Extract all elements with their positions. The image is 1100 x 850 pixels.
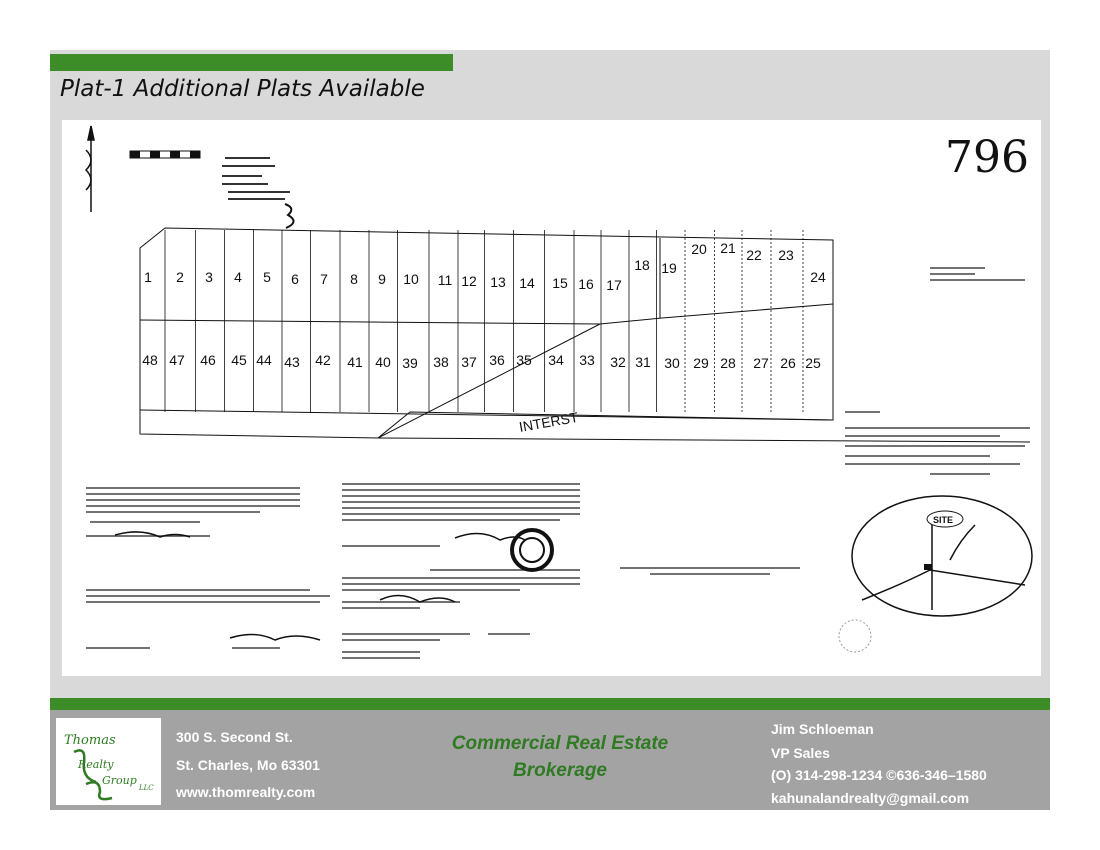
- lot-number-label: 27: [753, 355, 769, 371]
- logo-text-group: Group: [102, 774, 137, 787]
- lot-number-label: 3: [205, 269, 213, 285]
- lot-number-label: 42: [315, 352, 331, 368]
- footer-accent-bar: [50, 698, 1050, 710]
- address-line-2: St. Charles, Mo 63301: [176, 757, 320, 773]
- contact-phone: (O) 314-298-1234 ©636-346–1580: [771, 767, 987, 783]
- lot-number-label: 46: [200, 352, 216, 368]
- lot-number-label: 31: [635, 354, 651, 370]
- contact-email[interactable]: kahunalandrealty@gmail.com: [771, 790, 970, 806]
- surveyor-seal-icon: [510, 528, 554, 572]
- address-line-1: 300 S. Second St.: [176, 729, 293, 745]
- tagline-line-1: Commercial Real Estate: [451, 733, 669, 754]
- lot-number-label: 21: [720, 240, 736, 256]
- scale-bar-icon: [129, 150, 201, 159]
- plat-drawing: [139, 227, 1031, 443]
- owner-certificate-text: [86, 487, 330, 649]
- surveyor-certificate-text: [342, 483, 800, 659]
- lot-number-label: 6: [291, 271, 299, 287]
- lot-number-label: 14: [519, 275, 535, 291]
- lot-number-label: 37: [461, 354, 477, 370]
- lot-number-label: 2: [176, 269, 184, 285]
- lot-number-label: 34: [548, 352, 564, 368]
- signature-mark: [114, 531, 191, 538]
- logo-text-llc: LLC: [138, 784, 154, 792]
- lot-number-label: 45: [231, 352, 247, 368]
- logo-text-realty: Realty: [77, 758, 114, 771]
- page-title: Plat-1 Additional Plats Available: [60, 76, 425, 102]
- bottom-lot-labels: 48 47 46 45 44 43 42 41 40 39 38 37 36 35 34 33 32 31 30 29…: [142, 352, 821, 371]
- lot-number-label: 24: [810, 269, 826, 285]
- footer: [50, 710, 1050, 810]
- lot-number-label: 48: [142, 352, 158, 368]
- lot-number-label: 5: [263, 269, 271, 285]
- lot-number-label: 36: [489, 352, 505, 368]
- logo-text-thomas: Thomas: [64, 733, 116, 748]
- tagline-line-2: Brokerage: [513, 760, 607, 781]
- lot-number-label: 30: [664, 355, 680, 371]
- handwritten-number: 796: [945, 132, 1029, 183]
- lot-number-label: 43: [284, 354, 300, 370]
- lot-number-label: 25: [805, 355, 821, 371]
- website-link[interactable]: www.thomrealty.com: [176, 784, 316, 800]
- lot-number-label: 47: [169, 352, 185, 368]
- road-label: INTERST: [518, 409, 580, 435]
- lot-number-label: 32: [610, 354, 626, 370]
- lot-number-label: 9: [378, 271, 386, 287]
- signature-mark: [229, 633, 321, 641]
- lot-number-label: 20: [691, 241, 707, 257]
- lot-number-label: 41: [347, 354, 363, 370]
- header-accent-bar: [50, 54, 453, 71]
- lot-number-label: 39: [402, 355, 418, 371]
- lot-dividers: [164, 230, 804, 412]
- company-logo: Thomas Realty Group LLC: [56, 718, 161, 805]
- lot-number-label: 19: [661, 260, 677, 276]
- lot-number-label: 10: [403, 271, 419, 287]
- lot-number-label: 8: [350, 271, 358, 287]
- lot-number-label: 7: [320, 271, 328, 287]
- lot-number-label: 33: [579, 352, 595, 368]
- lot-number-label: 26: [780, 355, 796, 371]
- site-location-map: [851, 495, 1033, 617]
- lot-number-label: 18: [634, 257, 650, 273]
- lot-number-label: 13: [490, 274, 506, 290]
- lot-number-label: 23: [778, 247, 794, 263]
- lot-number-label: 15: [552, 275, 568, 291]
- lot-number-label: 38: [433, 354, 449, 370]
- notes-right: [845, 267, 1030, 475]
- contact-name: Jim Schloeman: [771, 721, 874, 737]
- lot-number-label: 44: [256, 352, 272, 368]
- faded-stamp: [838, 619, 872, 653]
- lot-number-label: 4: [234, 269, 242, 285]
- lot-number-label: 22: [746, 247, 762, 263]
- lot-number-label: 1: [144, 269, 152, 285]
- lot-number-label: 35: [516, 352, 532, 368]
- lot-number-label: 16: [578, 276, 594, 292]
- lot-number-label: 12: [461, 273, 477, 289]
- lot-number-label: 11: [438, 272, 453, 288]
- recording-stamp: [222, 157, 290, 200]
- lot-number-label: 40: [375, 354, 391, 370]
- lot-number-label: 17: [606, 277, 622, 293]
- lot-number-label: 29: [693, 355, 709, 371]
- handwritten-mark: [284, 203, 295, 229]
- signature-mark: [379, 594, 456, 603]
- lot-number-label: 28: [720, 355, 736, 371]
- site-label: SITE: [933, 515, 953, 525]
- north-arrow-icon: [84, 125, 95, 212]
- contact-title: VP Sales: [771, 745, 830, 761]
